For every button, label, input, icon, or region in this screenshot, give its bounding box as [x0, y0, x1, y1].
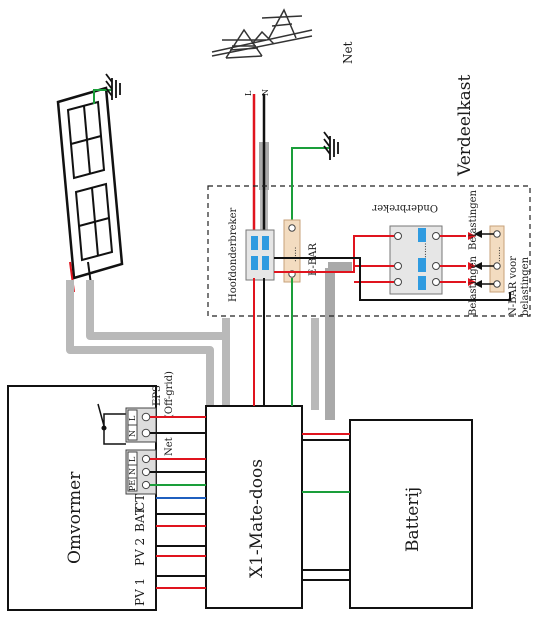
- loads-top-label: Belastingen: [468, 189, 479, 250]
- line-label: L: [244, 90, 253, 96]
- x1-mate-label: X1-Mate-doos: [247, 459, 267, 578]
- nbar-label-line1: N-BAR voor: [508, 256, 519, 316]
- grid-term-pe: PE: [128, 480, 137, 491]
- loads-bottom-label: Belastingen: [468, 255, 479, 316]
- arrow-icon: [474, 230, 482, 288]
- eps-term-l: L: [128, 415, 137, 421]
- ebar: [283, 219, 301, 283]
- port-bat: BAT: [133, 507, 147, 532]
- battery-label: Batterij: [403, 487, 423, 552]
- eps-label-line1: EPS: [152, 385, 163, 406]
- grid-term-l: L: [128, 456, 137, 462]
- nbar: [489, 225, 505, 293]
- grid-port-label: Net: [164, 437, 175, 456]
- nbar-label-line2: belastingen: [520, 256, 531, 316]
- main-breaker: [245, 229, 275, 281]
- pylon-icon: [211, 8, 313, 59]
- inverter-label: Omvormer: [65, 471, 85, 564]
- grid-label: Net: [341, 41, 355, 64]
- solar-panel-icon: [56, 86, 124, 280]
- ebar-ellipsis: ......: [289, 247, 298, 262]
- ground-symbol-icon: [323, 131, 339, 160]
- main-breaker-label: Hoofdonderbreker: [228, 207, 239, 302]
- eps-label-line2: (Off-grid): [164, 371, 175, 418]
- distribution-box-label: Verdeelkast: [455, 74, 475, 177]
- battery-box: [349, 419, 473, 609]
- ground-symbol-icon: [105, 73, 121, 100]
- nbar-ellipsis: ......: [493, 247, 502, 262]
- relay-switch-icon: [97, 403, 126, 445]
- arrow-icon: [468, 232, 476, 286]
- port-pv2: PV 2: [133, 538, 147, 566]
- grid-term-n: N: [128, 468, 137, 475]
- x1-mate-box: [205, 405, 303, 609]
- eps-term-n: N: [128, 430, 137, 437]
- port-ct: CT: [133, 494, 147, 511]
- distribution-box: [207, 185, 531, 317]
- ebar-label: E-BAR: [308, 243, 319, 276]
- breaker-label: Onderbreker: [372, 202, 438, 213]
- breaker-ellipsis: ......: [419, 243, 428, 258]
- port-pv1: PV 1: [133, 578, 147, 606]
- load-breakers: [389, 225, 443, 295]
- eps-terminal-block: [125, 407, 157, 443]
- neutral-label: N: [261, 89, 270, 96]
